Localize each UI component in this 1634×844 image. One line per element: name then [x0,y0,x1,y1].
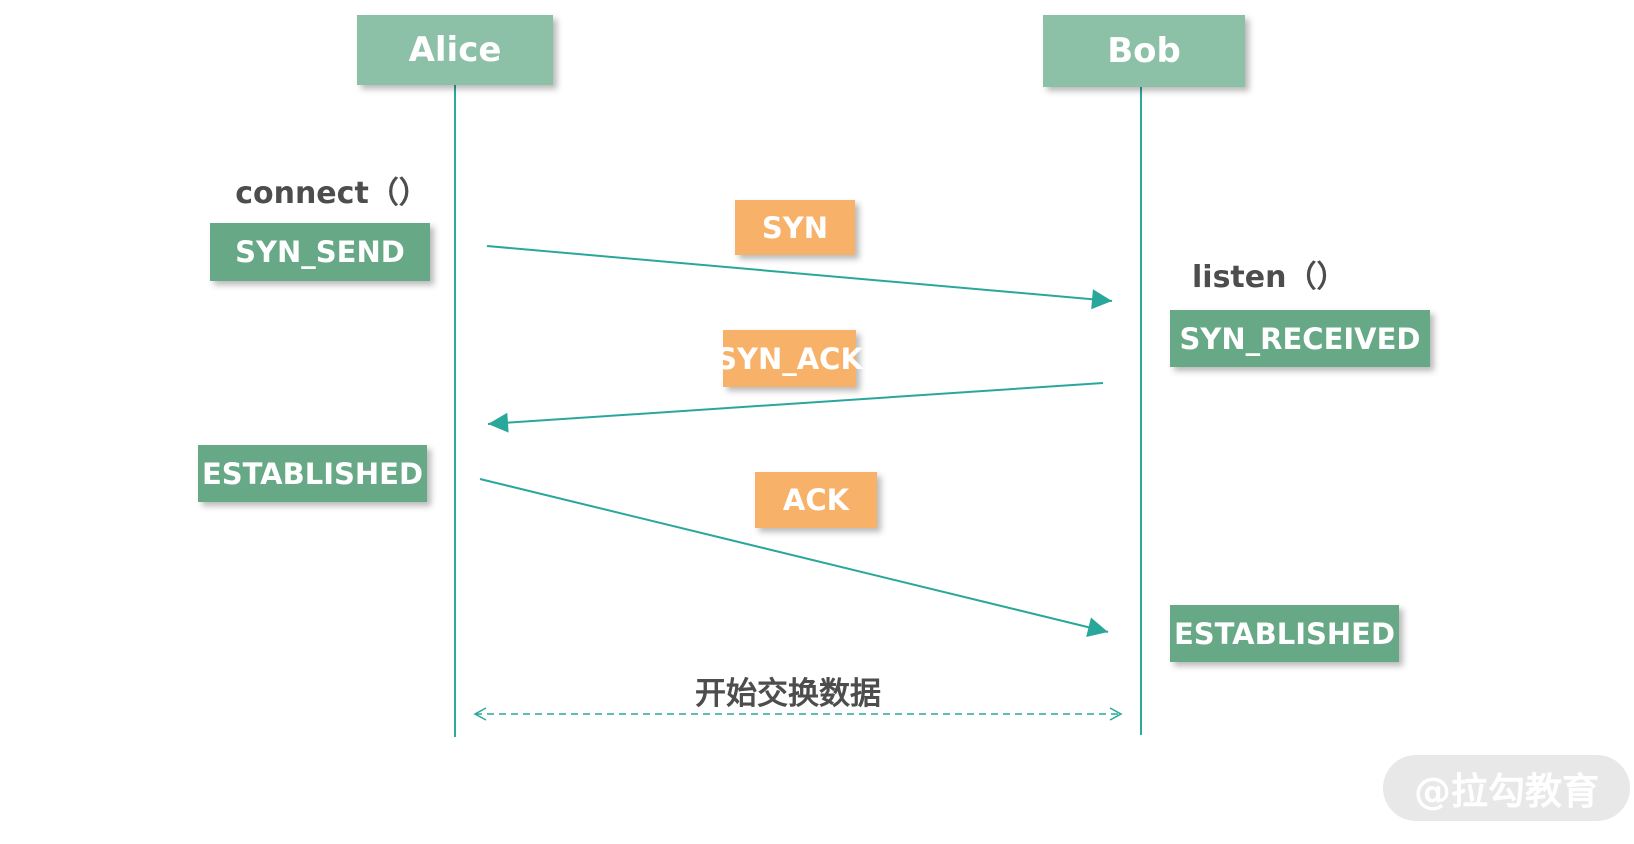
message-box-syn-ack: SYN_ACK [716,330,863,387]
syn-arrow [486,245,1113,310]
state-box-syn-received: SYN_RECEIVED [1170,310,1430,367]
actor-label-alice: Alice [408,30,502,70]
ack-arrow [479,478,1109,637]
watermark-badge: @拉勾教育 [1383,755,1630,821]
connect-call-label: connect（） [235,176,429,211]
syn-ack-arrow [487,382,1104,433]
state-label-established-alice: ESTABLISHED [201,456,424,491]
message-label-ack: ACK [782,483,850,517]
state-box-established-alice: ESTABLISHED [198,445,427,502]
state-label-established-bob: ESTABLISHED [1173,616,1396,651]
actor-box-bob: Bob [1043,15,1245,87]
state-label-syn-send: SYN_SEND [235,235,405,269]
state-label-syn-received: SYN_RECEIVED [1179,321,1421,356]
message-label-syn-ack: SYN_ACK [716,341,863,376]
message-label-syn: SYN [761,210,829,245]
data-exchange-note: 开始交换数据 [695,676,881,712]
actor-label-bob: Bob [1107,31,1181,71]
state-box-syn-send: SYN_SEND [210,223,430,281]
watermark-text: @拉勾教育 [1414,770,1599,813]
listen-call-label: listen（） [1192,260,1347,295]
actor-box-alice: Alice [357,15,553,85]
message-box-syn: SYN [735,200,855,255]
state-box-established-bob: ESTABLISHED [1170,605,1399,662]
message-box-ack: ACK [755,472,877,528]
